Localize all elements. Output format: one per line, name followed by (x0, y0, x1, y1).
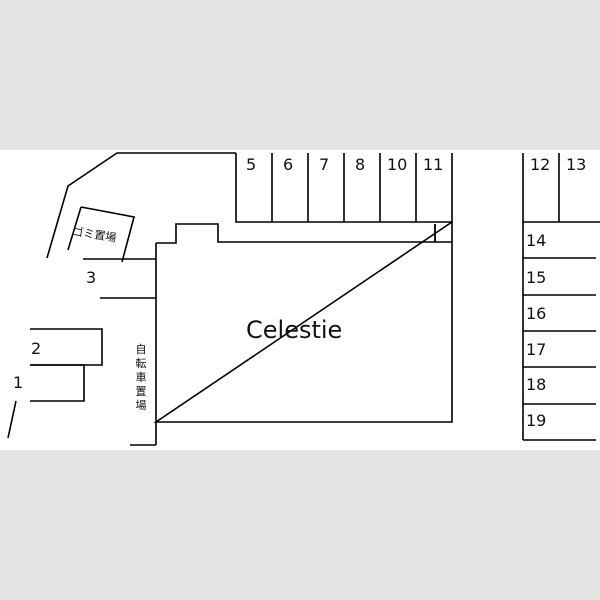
parking-space-18: 18 (526, 375, 547, 394)
parking-space-16: 16 (526, 304, 547, 323)
parking-space-3: 3 (86, 268, 97, 287)
parking-space-13: 13 (566, 155, 587, 174)
bicycle-parking-label: 自転車置場 (135, 343, 147, 412)
parking-space-1-lines (30, 364, 85, 402)
parking-space-2: 2 (31, 339, 42, 358)
parking-row-top (235, 153, 453, 223)
parking-space-8: 8 (355, 155, 366, 174)
parking-space-19: 19 (526, 411, 547, 430)
parking-space-17: 17 (526, 340, 547, 359)
parking-space-6: 6 (283, 155, 294, 174)
parking-space-3-lines (83, 258, 156, 299)
parking-row-right (522, 222, 596, 441)
trash-area-outline (67, 206, 135, 263)
parking-space-15: 15 (526, 268, 547, 287)
building-name: Celestie (246, 316, 343, 344)
parking-space-10: 10 (387, 155, 408, 174)
parking-space-1-edge (7, 400, 17, 439)
parking-space-7: 7 (319, 155, 330, 174)
parking-space-1: 1 (13, 373, 24, 392)
parking-space-14: 14 (526, 231, 547, 250)
building-left-ext (130, 243, 157, 446)
map-area (0, 150, 600, 450)
parking-space-12: 12 (530, 155, 551, 174)
site-boundary-diagonal (46, 152, 236, 259)
building-notch (434, 224, 452, 243)
parking-space-11: 11 (423, 155, 444, 174)
parking-space-5: 5 (246, 155, 257, 174)
